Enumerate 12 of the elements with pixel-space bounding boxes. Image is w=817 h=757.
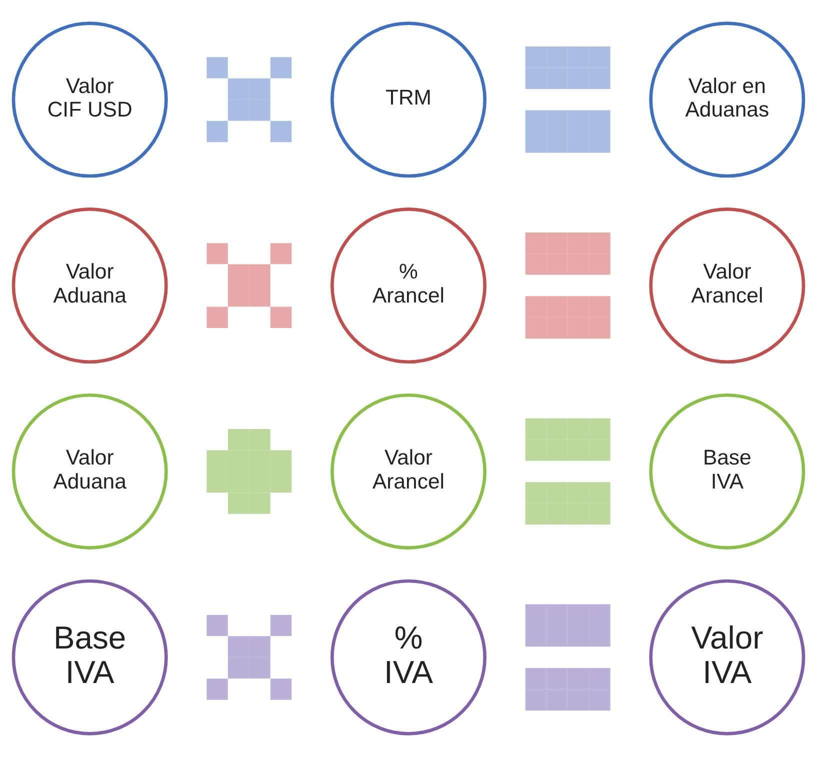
node-circle: Valor en Aduanas [649,22,806,178]
node-circle: Base IVA [12,579,168,736]
node-circle: Valor IVA [649,579,806,736]
node-circle: Valor Arancel [330,393,487,550]
node-circle: Valor CIF USD [12,22,168,178]
node-circle: Valor Arancel [649,208,806,364]
node-circle: Valor Aduana [12,208,168,364]
node-circle: % Arancel [330,208,487,364]
node-circle: TRM [330,22,487,178]
node-circle: % IVA [330,579,487,736]
node-circle: Base IVA [649,393,806,550]
node-circle: Valor Aduana [12,393,168,550]
